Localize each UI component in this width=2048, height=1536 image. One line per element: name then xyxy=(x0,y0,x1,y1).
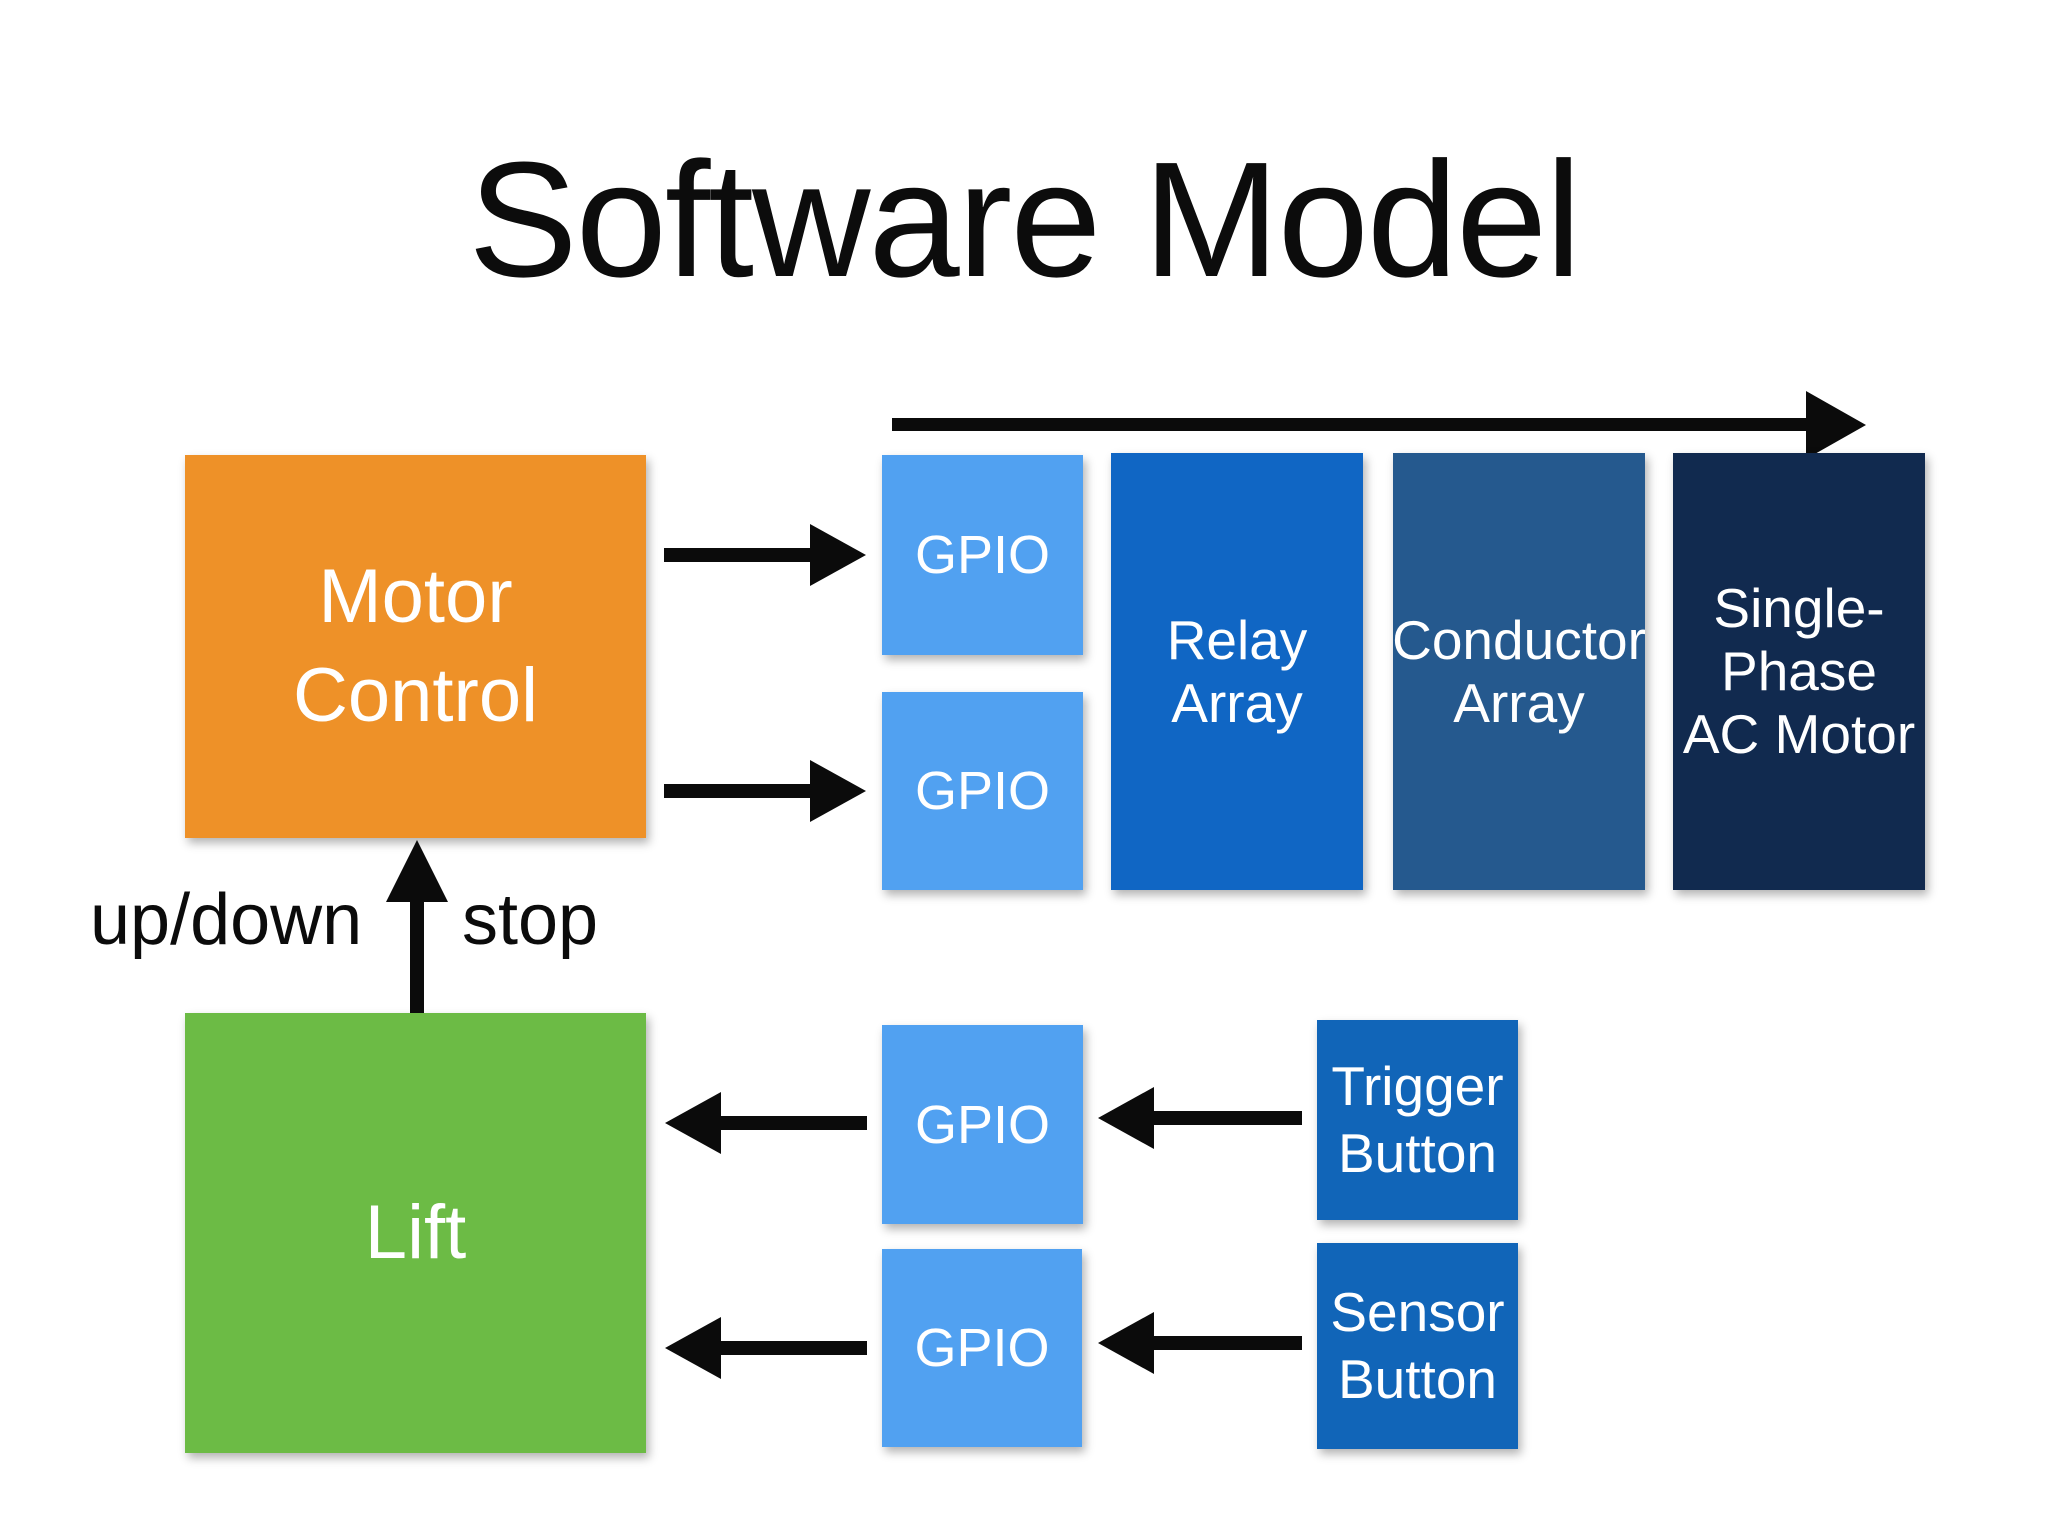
single-phase-label-line2: Phase xyxy=(1721,640,1877,703)
trigger-button-label-line1: Trigger xyxy=(1331,1054,1504,1117)
trigger-button-box: Trigger Button xyxy=(1317,1020,1518,1220)
relay-array-label-line2: Array xyxy=(1171,671,1303,734)
hardware-flow-arrow-line xyxy=(892,418,1808,431)
motor-control-to-gpio-1-arrow-head xyxy=(810,524,866,586)
single-phase-label-line1: Single- xyxy=(1713,577,1885,640)
gpio-to-lift-1-arrow-line xyxy=(721,1116,867,1130)
stop-label: stop xyxy=(462,880,599,960)
sensor-button-to-gpio-arrow-line xyxy=(1154,1336,1302,1350)
gpio-box-lift-in-1: GPIO xyxy=(882,1025,1083,1224)
trigger-button-to-gpio-arrow-head xyxy=(1098,1087,1154,1149)
motor-control-label-line2: Control xyxy=(293,652,538,738)
gpio-label: GPIO xyxy=(914,1318,1050,1378)
motor-control-box: Motor Control xyxy=(185,455,646,838)
conductor-array-box: Conductor Array xyxy=(1392,453,1646,890)
gpio-to-lift-2-arrow-line xyxy=(721,1341,867,1355)
lift-box: Lift xyxy=(185,1013,646,1453)
gpio-box-motor-out-1: GPIO xyxy=(882,455,1083,655)
motor-control-to-gpio-1-arrow-line xyxy=(664,548,812,562)
gpio-box-motor-out-2: GPIO xyxy=(882,692,1083,890)
hardware-flow-arrow-head xyxy=(1806,391,1866,459)
motor-control-to-gpio-2-arrow-head xyxy=(810,760,866,822)
trigger-button-to-gpio-arrow-line xyxy=(1154,1111,1302,1125)
gpio-to-lift-1-arrow-head xyxy=(665,1092,721,1154)
up-down-label: up/down xyxy=(90,880,363,960)
sensor-button-to-gpio-arrow-head xyxy=(1098,1312,1154,1374)
motor-control-label-line1: Motor xyxy=(318,553,513,639)
sensor-button-box: Sensor Button xyxy=(1317,1243,1518,1449)
single-phase-ac-motor-box: Single- Phase AC Motor xyxy=(1673,453,1925,890)
conductor-array-label-line1: Conductor xyxy=(1392,608,1646,671)
gpio-label: GPIO xyxy=(914,761,1051,821)
sensor-button-label-line2: Button xyxy=(1337,1348,1497,1410)
trigger-button-label-line2: Button xyxy=(1337,1122,1497,1184)
single-phase-label-line3: AC Motor xyxy=(1682,702,1916,765)
gpio-label: GPIO xyxy=(914,1094,1051,1155)
gpio-to-lift-2-arrow-head xyxy=(665,1317,721,1379)
relay-array-box: Relay Array xyxy=(1111,453,1363,890)
motor-control-to-gpio-2-arrow-line xyxy=(664,784,812,798)
sensor-button-label-line1: Sensor xyxy=(1330,1280,1505,1343)
lift-to-motor-control-arrow-line xyxy=(410,898,424,1013)
gpio-label: GPIO xyxy=(914,525,1051,585)
lift-label: Lift xyxy=(364,1189,467,1275)
slide-title: Software Model xyxy=(468,128,1581,311)
relay-array-label-line1: Relay xyxy=(1166,608,1308,671)
lift-to-motor-control-arrow-head xyxy=(386,840,448,902)
gpio-box-lift-in-2: GPIO xyxy=(882,1249,1082,1447)
conductor-array-label-line2: Array xyxy=(1453,671,1585,734)
